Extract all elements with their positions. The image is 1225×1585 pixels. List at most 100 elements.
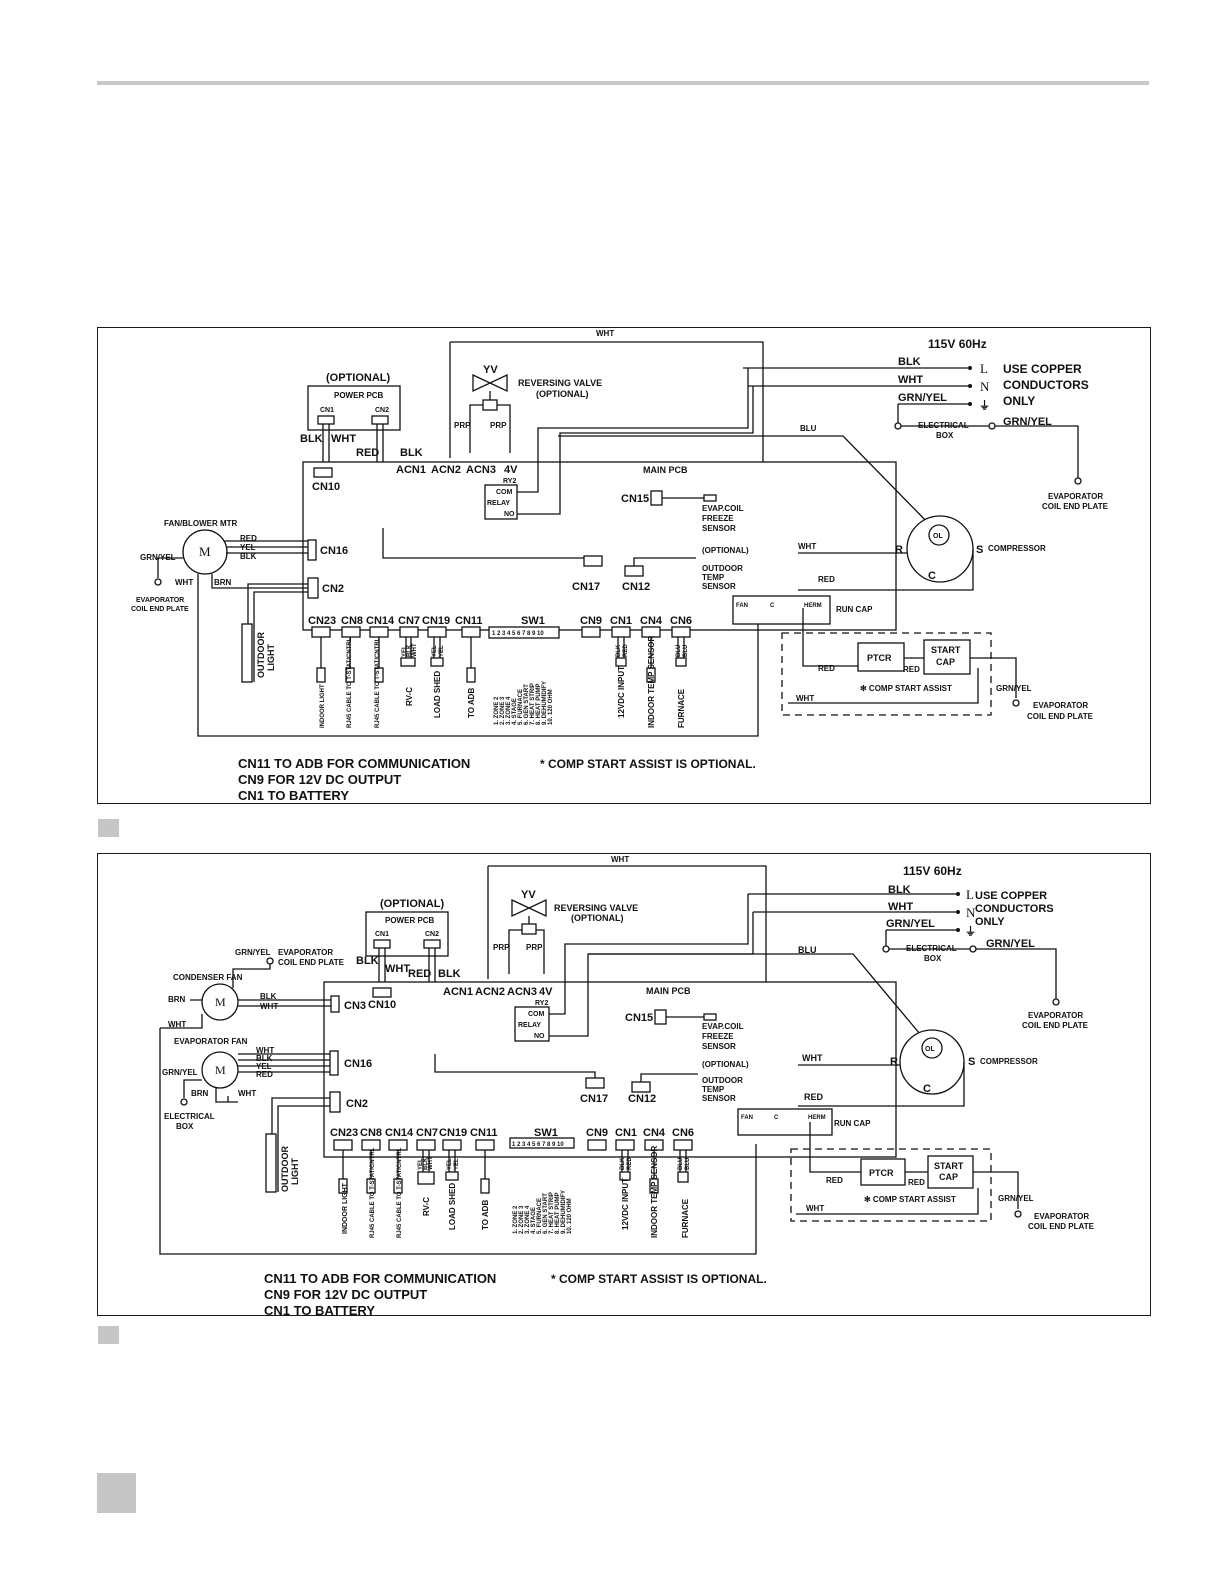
d2-cn6-wire-1: BLU <box>678 1158 684 1170</box>
d1-evap-plate-left-1: EVAPORATOR <box>136 597 184 604</box>
svg-text:6. GEN START: 6. GEN START <box>543 1193 549 1234</box>
d2-prp1: PRP <box>493 943 510 952</box>
d2-wht-left: WHT <box>168 1020 186 1029</box>
wiring-diagram-1-svg: WHT 115V 60Hz BLK WHT GRN/YEL L N ⏚ USE … <box>131 329 1109 803</box>
d2-note-1: CN11 TO ADB FOR COMMUNICATION <box>264 1271 496 1286</box>
d2-compressor-label: COMPRESSOR <box>980 1057 1038 1066</box>
d1-bl-12vdc: 12VDC INPUT <box>617 666 626 718</box>
d2-comp-start-assist: ✻ COMP START ASSIST <box>864 1195 956 1204</box>
svg-text:5. FURNACE: 5. FURNACE <box>537 1198 543 1234</box>
d1-plug-ends <box>316 657 687 683</box>
d1-cn16: CN16 <box>320 545 348 557</box>
d1-outdoor-sensor-3: TEMP <box>702 573 725 582</box>
d1-blk2-label: BLK <box>400 447 423 459</box>
d1-pcb-cn2: CN2 <box>375 407 389 414</box>
d2-rv-optional: (OPTIONAL) <box>571 913 624 923</box>
d1-runcap-c: C <box>770 603 775 609</box>
d2-ry2: RY2 <box>535 1000 548 1007</box>
d2-red-mid: RED <box>908 1178 925 1187</box>
d1-start-cap-2: CAP <box>936 657 955 667</box>
d2-cn10: CN10 <box>368 999 396 1011</box>
d1-cn6-wire-2: BLU <box>683 645 689 657</box>
wiring-diagram-2: WHT 115V 60Hz BLK WHT GRN/YEL L N ⏚ USE … <box>97 853 1151 1316</box>
svg-text:9. DEHUMIDIFY: 9. DEHUMIDIFY <box>542 681 548 725</box>
wiring-diagram-1: WHT 115V 60Hz BLK WHT GRN/YEL L N ⏚ USE … <box>97 327 1151 804</box>
d1-bl-indoor-temp: INDOOR TEMP SENSOR <box>647 635 656 728</box>
d2-grnyel-left: GRN/YEL <box>162 1068 198 1077</box>
d2-line-blk: BLK <box>888 884 911 896</box>
d1-cn19-wire-2: YEL <box>439 645 445 657</box>
d2-evaporator-fan-label: EVAPORATOR FAN <box>174 1037 248 1046</box>
d1-cn15: CN15 <box>621 493 649 505</box>
d2-cond-plate-1: EVAPORATOR <box>278 948 333 957</box>
d1-main-pcb-label: MAIN PCB <box>643 465 688 475</box>
d1-cn11: CN11 <box>455 615 483 627</box>
d1-start-cap-1: START <box>931 645 961 655</box>
d2-wht-label: WHT <box>385 963 410 975</box>
d2-cond-grnyel: GRN/YEL <box>235 948 271 957</box>
d2-cn7-wire-2: BLK <box>423 1157 429 1170</box>
d2-cn2: CN2 <box>346 1098 368 1110</box>
d2-ptcr-label: PTCR <box>869 1168 894 1178</box>
d1-brn-motor: BRN <box>214 578 232 587</box>
svg-text:3. ZONE 4: 3. ZONE 4 <box>525 1205 531 1234</box>
d1-acn3: ACN3 <box>466 464 496 476</box>
d1-copper-2: CONDUCTORS <box>1003 378 1089 392</box>
d2-relay-no: NO <box>534 1033 545 1040</box>
d1-yv: YV <box>483 364 498 376</box>
d2-supply-label: 115V 60Hz <box>903 864 962 878</box>
d2-bl-12vdc: 12VDC INPUT <box>621 1178 630 1230</box>
d2-relay-label: RELAY <box>518 1022 541 1029</box>
d2-elec-box-left-2: BOX <box>176 1122 194 1131</box>
d2-optional: (OPTIONAL) <box>380 898 444 910</box>
d2-bl-furnace: FURNACE <box>681 1198 690 1238</box>
d1-blu-label: BLU <box>800 424 817 433</box>
d2-bl-to-adb: TO ADB <box>481 1200 490 1230</box>
d2-evap-plate-right-1: EVAPORATOR <box>1028 1011 1083 1020</box>
svg-text:M: M <box>199 544 211 559</box>
d2-outdoor-light-1: OUTDOOR <box>280 1146 290 1192</box>
d1-blk-label: BLK <box>300 433 323 445</box>
d2-sw1-switch <box>509 1137 575 1149</box>
d1-wht-motor: WHT <box>175 578 193 587</box>
d2-valve-icon <box>511 898 547 918</box>
d1-outdoor-sensor-1: (OPTIONAL) <box>702 546 749 555</box>
svg-text:2. ZONE 3: 2. ZONE 3 <box>519 1205 525 1234</box>
d2-evap-blk: BLK <box>256 1054 273 1063</box>
d2-comp-start-assist-box <box>790 1148 992 1222</box>
svg-text:5. FURNACE: 5. FURNACE <box>518 689 524 725</box>
d1-prp2: PRP <box>490 421 507 430</box>
d1-line-blk: BLK <box>898 356 921 368</box>
d1-evap-sensor-2: FREEZE <box>702 514 734 523</box>
d2-line-grnyel: GRN/YEL <box>886 918 935 930</box>
svg-text:1. ZONE 2: 1. ZONE 2 <box>494 696 500 725</box>
d1-outdoor-light-2: LIGHT <box>266 644 276 671</box>
d2-cn14: CN14 <box>385 1127 414 1139</box>
d1-note-2: CN9 FOR 12V DC OUTPUT <box>238 772 401 787</box>
d1-c-term: C <box>928 570 936 582</box>
d2-evap-sensor-1: EVAP.COIL <box>702 1022 744 1031</box>
d1-bl-to-adb: TO ADB <box>467 688 476 718</box>
svg-text:10. 120 OHM: 10. 120 OHM <box>567 1198 573 1234</box>
d1-cn4: CN4 <box>640 615 663 627</box>
d2-copper-1: USE COPPER <box>975 890 1047 902</box>
d1-runcap-fan: FAN <box>736 603 748 609</box>
d1-cn19-wire-1: YEL <box>432 645 438 657</box>
d2-plug-ends <box>338 1171 689 1194</box>
d2-cn1-wire-2: RED <box>627 1157 633 1170</box>
d2-cn6-wire-2: BLU <box>685 1158 691 1170</box>
d1-cn7-wire-3: WHT <box>412 643 418 657</box>
d1-runcap-herm: HERM <box>804 603 822 609</box>
svg-text:M: M <box>215 995 226 1009</box>
d1-fan-motor-label: FAN/BLOWER MTR <box>164 519 238 528</box>
d2-sw1-list: 1. ZONE 2 2. ZONE 3 3. ZONE 4 4. STAGE 5… <box>513 1190 573 1234</box>
d1-line-grnyel: GRN/YEL <box>898 392 947 404</box>
d2-evap-sensor-3: SENSOR <box>702 1042 736 1051</box>
d2-relay-com: COM <box>528 1011 545 1018</box>
d1-evap-plate-left-2: COIL END PLATE <box>131 606 189 613</box>
figure-marker-1 <box>98 819 119 837</box>
d1-bl-rj45-1: RJ45 CABLE TO T-STAT/CNTRL <box>347 637 353 728</box>
d1-wht-label: WHT <box>331 433 356 445</box>
d2-evap-red: RED <box>256 1070 273 1079</box>
d2-cn7: CN7 <box>416 1127 438 1139</box>
